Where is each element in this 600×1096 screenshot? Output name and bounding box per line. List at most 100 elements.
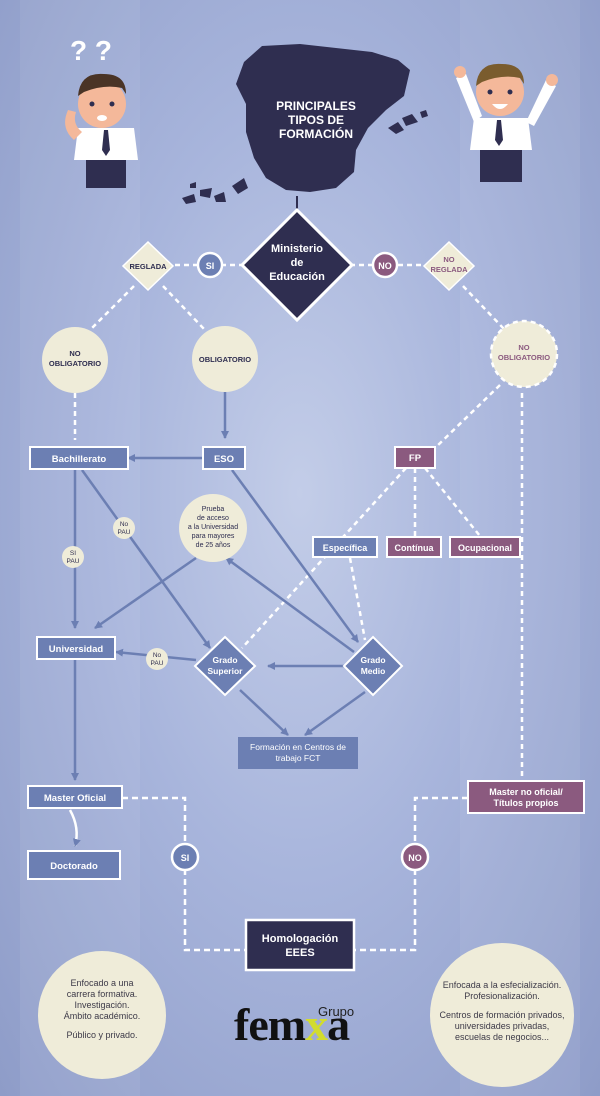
note-right-line-6: escuelas de negocios... bbox=[454, 1032, 550, 1042]
note-right-circle bbox=[430, 943, 574, 1087]
si-pau-label-2: PAU bbox=[67, 558, 80, 565]
arrow-prueba-universidad bbox=[94, 556, 197, 630]
note-left-spacer bbox=[40, 1022, 164, 1030]
note-left-line-6: Público y privado. bbox=[66, 1030, 138, 1040]
logo-femxa-x: x bbox=[305, 999, 328, 1050]
connector-masteroficial-si bbox=[122, 796, 187, 845]
arrow-eso-gradomedio bbox=[230, 469, 360, 643]
connector-reglada-noobligatorio bbox=[89, 285, 135, 331]
continua-label: Contínua bbox=[395, 543, 435, 553]
no-badge-top: NO bbox=[371, 251, 399, 279]
fct-label-1: Formación en Centros de bbox=[250, 742, 346, 752]
si-badge-bottom-label: SI bbox=[181, 853, 190, 863]
note-left: Enfocado a una carrera formativa. Invest… bbox=[40, 978, 164, 1041]
logo-femxa-suffix: a bbox=[327, 999, 350, 1050]
connector-noobligatorio-fp bbox=[434, 384, 501, 449]
ministerio-label-1: Ministerio bbox=[271, 243, 323, 255]
arrow-bachillerato-gradosuperior bbox=[80, 469, 212, 649]
ministerio-label-2: de bbox=[291, 257, 304, 269]
no-obligatorio-right-label-1: NO bbox=[518, 343, 529, 352]
grado-superior-label-2: Superior bbox=[208, 666, 244, 676]
prueba-label-2: de acceso bbox=[197, 515, 229, 522]
note-right-line-5: universidades privadas, bbox=[454, 1021, 550, 1031]
no-badge-bottom-label: NO bbox=[408, 853, 422, 863]
master-oficial-label: Master Oficial bbox=[44, 793, 106, 804]
no-obligatorio-right-node: NO OBLIGATORIO bbox=[489, 319, 559, 389]
bachillerato-box: Bachillerato bbox=[29, 446, 129, 470]
si-badge-bottom: SI bbox=[170, 842, 200, 872]
grado-medio-node: Grado Medio bbox=[342, 635, 404, 697]
connector-masternooficial-no bbox=[413, 796, 468, 845]
reglada-label: REGLADA bbox=[129, 262, 167, 271]
bachillerato-label: Bachillerato bbox=[52, 454, 107, 465]
no-pau-lower-label-2: PAU bbox=[151, 660, 164, 667]
doctorado-label: Doctorado bbox=[50, 861, 98, 872]
prueba-label-4: para mayores bbox=[192, 533, 235, 540]
grado-medio-label-2: Medio bbox=[361, 666, 386, 676]
eso-label: ESO bbox=[214, 454, 234, 465]
continua-box: Contínua bbox=[386, 536, 442, 558]
title-line-1: PRINCIPALES bbox=[276, 99, 356, 113]
connector-si-homologacion bbox=[183, 869, 246, 952]
no-obligatorio-left-label-2: OBLIGATORIO bbox=[49, 359, 101, 368]
fp-label: FP bbox=[409, 453, 422, 464]
grado-medio-label-1: Grado bbox=[360, 655, 385, 665]
arrow-gradomedio-fct bbox=[304, 690, 366, 737]
master-oficial-box: Master Oficial bbox=[27, 785, 123, 809]
fct-label-2: trabajo FCT bbox=[276, 753, 321, 763]
no-obligatorio-left-node: NO OBLIGATORIO bbox=[42, 327, 108, 393]
fp-box: FP bbox=[394, 446, 436, 469]
no-reglada-label-1: NO bbox=[443, 255, 454, 264]
si-pau-tag: SI PAU bbox=[62, 546, 84, 568]
reglada-node: REGLADA bbox=[121, 240, 175, 292]
grado-superior-label-1: Grado bbox=[212, 655, 237, 665]
universidad-label: Universidad bbox=[49, 644, 104, 655]
no-pau-lower-label-1: No bbox=[153, 652, 162, 659]
logo-femxa-prefix: fem bbox=[234, 999, 306, 1050]
no-reglada-node: NO REGLADA bbox=[422, 240, 476, 292]
no-obligatorio-left-label-1: NO bbox=[69, 349, 80, 358]
eso-box: ESO bbox=[202, 446, 246, 470]
no-pau-tag-upper: No PAU bbox=[113, 517, 135, 539]
especifica-box: Específica bbox=[312, 536, 378, 558]
femxa-logo: femxa bbox=[234, 999, 350, 1050]
fct-box: Formación en Centros de trabajo FCT bbox=[238, 737, 358, 769]
note-right-spacer bbox=[436, 1002, 568, 1010]
no-badge-top-label: NO bbox=[378, 261, 392, 271]
connector-reglada-obligatorio bbox=[162, 285, 206, 331]
note-left-circle bbox=[38, 951, 166, 1079]
worried-man-icon: ? ? bbox=[65, 35, 138, 188]
prueba-acceso-node: Prueba de acceso a la Universidad para m… bbox=[179, 494, 247, 562]
note-right-line-2: Profesionalización. bbox=[464, 991, 540, 1001]
title-line-2: TIPOS DE bbox=[288, 113, 344, 127]
no-pau-upper-label-1: No bbox=[120, 521, 129, 528]
note-left-line-1: Enfocado a una bbox=[70, 978, 134, 988]
note-right: Enfocada a la esfecialización. Profesion… bbox=[436, 980, 568, 1043]
note-right-line-1: Enfocada a la esfecialización. bbox=[442, 980, 562, 990]
prueba-label-3: a la Universidad bbox=[188, 524, 238, 531]
si-pau-label-1: SI bbox=[70, 550, 76, 557]
note-right-line-4: Centros de formación privados, bbox=[439, 1010, 565, 1020]
logo-grupo-text: Grupo bbox=[318, 1004, 355, 1019]
arrow-gradomedio-prueba bbox=[225, 556, 355, 654]
note-left-line-4: Ámbito académico. bbox=[63, 1011, 141, 1021]
happy-man-icon bbox=[454, 63, 558, 182]
connector-fp-ocupacional bbox=[424, 467, 481, 537]
grado-superior-node: Grado Superior bbox=[193, 635, 257, 697]
master-no-oficial-label-2: Títulos propios bbox=[494, 798, 559, 808]
no-pau-upper-label-2: PAU bbox=[118, 529, 131, 536]
ministerio-label-3: Educación bbox=[269, 271, 325, 283]
si-badge-top: SI bbox=[196, 251, 224, 279]
universidad-box: Universidad bbox=[36, 636, 116, 660]
prueba-label-5: de 25 años bbox=[196, 542, 231, 549]
doctorado-box: Doctorado bbox=[27, 850, 121, 880]
connector-especifica-gradomedio bbox=[348, 557, 367, 641]
especifica-label: Específica bbox=[323, 543, 369, 553]
arrow-gradosuperior-fct bbox=[239, 689, 289, 736]
question-marks-icon: ? ? bbox=[70, 35, 112, 66]
no-obligatorio-right-label-2: OBLIGATORIO bbox=[498, 353, 550, 362]
homologacion-box: Homologación EEES bbox=[244, 918, 356, 972]
no-reglada-label-2: REGLADA bbox=[430, 265, 468, 274]
